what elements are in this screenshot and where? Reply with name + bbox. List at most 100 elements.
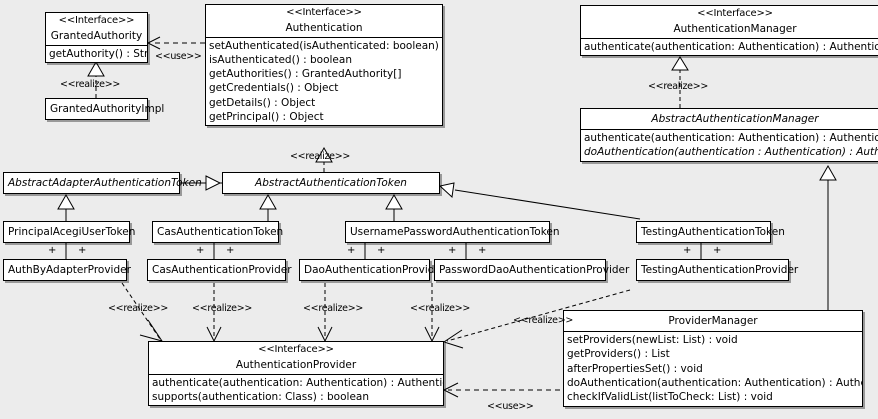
class-name-label: UsernamePasswordAuthenticationToken	[350, 226, 560, 238]
class-header-testing-authentication-token: TestingAuthenticationToken	[637, 222, 785, 242]
assoc-plus-adornment: +	[448, 245, 457, 256]
member-row: supports(authentication: Class) : boolea…	[152, 390, 369, 403]
edge-label-realize-password-dao-authentication-provider: <<realize>>	[410, 303, 471, 314]
member-row: checkIfValidList(listToCheck: List) : vo…	[567, 391, 773, 404]
class-box-testing-authentication-provider[interactable]: TestingAuthenticationProvider	[636, 259, 799, 282]
edge-label-realize-auth-by-adapter-provider: <<realize>>	[108, 303, 169, 314]
class-box-cas-authentication-token[interactable]: CasAuthenticationToken	[152, 221, 284, 244]
class-members-authentication-provider: authenticate(authentication: Authenticat…	[149, 373, 443, 406]
stereotype-label: <<Interface>>	[258, 344, 334, 355]
class-box-abstract-authentication-token[interactable]: AbstractAuthenticationToken	[222, 172, 440, 195]
class-name-label: TestingAuthenticationProvider	[641, 264, 799, 276]
member-row: setProviders(newList: List) : void	[567, 334, 738, 347]
class-members-abstract-authentication-manager: authenticate(authentication: Authenticat…	[581, 129, 878, 161]
edge-label-use-authentication-granted-authority: <<use>>	[155, 51, 202, 62]
assoc-plus-adornment: +	[48, 245, 57, 256]
stereotype-label: <<Interface>>	[286, 7, 362, 18]
class-box-dao-authentication-provider[interactable]: DaoAuthenticationProvider	[299, 259, 446, 282]
class-header-provider-manager: ProviderManager	[564, 311, 862, 331]
assoc-plus-adornment: +	[226, 245, 235, 256]
class-header-authentication: <<Interface>> Authentication	[206, 5, 442, 37]
class-box-testing-authentication-token[interactable]: TestingAuthenticationToken	[636, 221, 785, 244]
class-name-label: AuthenticationProvider	[235, 358, 357, 371]
class-name-label: CasAuthenticationProvider	[152, 264, 292, 276]
class-name-label: AbstractAdapterAuthenticationToken	[8, 177, 202, 189]
class-header-granted-authority-impl: GrantedAuthorityImpl	[46, 99, 164, 119]
member-row: getProviders() : List	[567, 348, 670, 361]
assoc-plus-adornment: +	[713, 245, 722, 256]
class-header-password-dao-authentication-provider: PasswordDaoAuthenticationProvider	[435, 260, 630, 280]
assoc-plus-adornment: +	[78, 245, 87, 256]
edge-label-use-provider-manager: <<use>>	[487, 401, 534, 412]
class-header-auth-by-adapter-provider: AuthByAdapterProvider	[4, 260, 131, 280]
class-name-label: PasswordDaoAuthenticationProvider	[439, 264, 630, 276]
class-members-granted-authority: getAuthority() : String	[46, 44, 147, 62]
class-name-label: AbstractAuthenticationManager	[651, 113, 819, 125]
class-name-label: TestingAuthenticationToken	[641, 226, 785, 238]
class-name-label: AbstractAuthenticationToken	[255, 177, 407, 189]
class-box-authentication-manager[interactable]: <<Interface>> AuthenticationManager auth…	[580, 5, 878, 56]
class-header-cas-authentication-provider: CasAuthenticationProvider	[148, 260, 292, 280]
edge-generalization-testing-authentication-token	[438, 182, 641, 220]
edge-label-realize-granted-authority-impl: <<realize>>	[60, 79, 121, 90]
member-row: afterPropertiesSet() : void	[567, 362, 703, 375]
class-header-abstract-authentication-manager: AbstractAuthenticationManager	[581, 109, 878, 129]
assoc-plus-adornment: +	[683, 245, 692, 256]
edge-generalization-provider-manager	[819, 164, 837, 310]
class-name-label: AuthByAdapterProvider	[8, 264, 131, 276]
class-members-authentication: setAuthenticated(isAuthenticated: boolea…	[206, 36, 442, 126]
class-header-cas-authentication-token: CasAuthenticationToken	[153, 222, 284, 242]
class-name-label: Authentication	[285, 21, 363, 34]
edge-generalization-cas-authentication-token	[259, 193, 277, 221]
class-header-abstract-adapter-authentication-token: AbstractAdapterAuthenticationToken	[4, 173, 202, 193]
edge-generalization-username-password-token	[385, 193, 403, 221]
assoc-plus-adornment: +	[196, 245, 205, 256]
edge-label-realize-cas-authentication-provider: <<realize>>	[192, 303, 253, 314]
class-box-auth-by-adapter-provider[interactable]: AuthByAdapterProvider	[3, 259, 131, 282]
member-row: authenticate(authentication: Authenticat…	[152, 376, 443, 389]
class-name-label: DaoAuthenticationProvider	[304, 264, 446, 276]
class-name-label: CasAuthenticationToken	[157, 226, 284, 238]
member-row: doAuthentication(authentication : Authen…	[584, 146, 878, 159]
assoc-plus-adornment: +	[377, 245, 386, 256]
class-box-authentication-provider[interactable]: <<Interface>> AuthenticationProvider aut…	[148, 341, 444, 407]
class-box-abstract-authentication-manager[interactable]: AbstractAuthenticationManager authentica…	[580, 108, 878, 162]
class-name-label: PrincipalAcegiUserToken	[8, 226, 136, 238]
class-box-username-password-authentication-token[interactable]: UsernamePasswordAuthenticationToken	[345, 221, 560, 244]
class-box-granted-authority[interactable]: <<Interface>> GrantedAuthority getAuthor…	[45, 12, 148, 63]
edge-label-realize-abstract-authentication-manager: <<realize>>	[648, 81, 709, 92]
edge-use-provider-manager-authentication-provider	[442, 382, 560, 398]
stereotype-label: <<Interface>>	[58, 15, 135, 26]
class-header-dao-authentication-provider: DaoAuthenticationProvider	[300, 260, 446, 280]
class-box-authentication[interactable]: <<Interface>> Authentication setAuthenti…	[205, 4, 443, 127]
class-name-label: AuthenticationManager	[673, 22, 797, 35]
member-row: getAuthorities() : GrantedAuthority[]	[209, 68, 402, 81]
class-members-provider-manager: setProviders(newList: List) : void getPr…	[564, 331, 862, 405]
class-name-label: GrantedAuthority	[50, 29, 143, 42]
class-header-granted-authority: <<Interface>> GrantedAuthority	[46, 13, 147, 45]
stereotype-label: <<Interface>>	[697, 8, 773, 19]
member-row: authenticate(authentication: Authenticat…	[584, 132, 878, 145]
class-box-password-dao-authentication-provider[interactable]: PasswordDaoAuthenticationProvider	[434, 259, 630, 282]
class-box-abstract-adapter-authentication-token[interactable]: AbstractAdapterAuthenticationToken	[3, 172, 202, 195]
class-box-provider-manager[interactable]: ProviderManager setProviders(newList: Li…	[563, 310, 863, 407]
class-header-abstract-authentication-token: AbstractAuthenticationToken	[223, 173, 439, 193]
member-row: getCredentials() : Object	[209, 82, 339, 95]
member-row: isAuthenticated() : boolean	[209, 53, 352, 66]
assoc-plus-adornment: +	[347, 245, 356, 256]
class-header-username-password-authentication-token: UsernamePasswordAuthenticationToken	[346, 222, 560, 242]
edge-use-authentication-granted-authority	[146, 36, 205, 50]
edge-generalization-principal-acegi-user-token	[57, 193, 75, 221]
member-row: getAuthority() : String	[49, 47, 147, 60]
edge-label-realize-abstract-authentication-token: <<realize>>	[290, 151, 351, 162]
class-header-principal-acegi-user-token: PrincipalAcegiUserToken	[4, 222, 136, 242]
class-box-granted-authority-impl[interactable]: GrantedAuthorityImpl	[45, 98, 164, 121]
class-box-cas-authentication-provider[interactable]: CasAuthenticationProvider	[147, 259, 292, 282]
member-row: getDetails() : Object	[209, 96, 316, 109]
class-header-authentication-provider: <<Interface>> AuthenticationProvider	[149, 342, 443, 374]
member-row: getPrincipal() : Object	[209, 111, 324, 124]
assoc-plus-adornment: +	[478, 245, 487, 256]
class-box-principal-acegi-user-token[interactable]: PrincipalAcegiUserToken	[3, 221, 136, 244]
member-row: setAuthenticated(isAuthenticated: boolea…	[209, 39, 442, 52]
